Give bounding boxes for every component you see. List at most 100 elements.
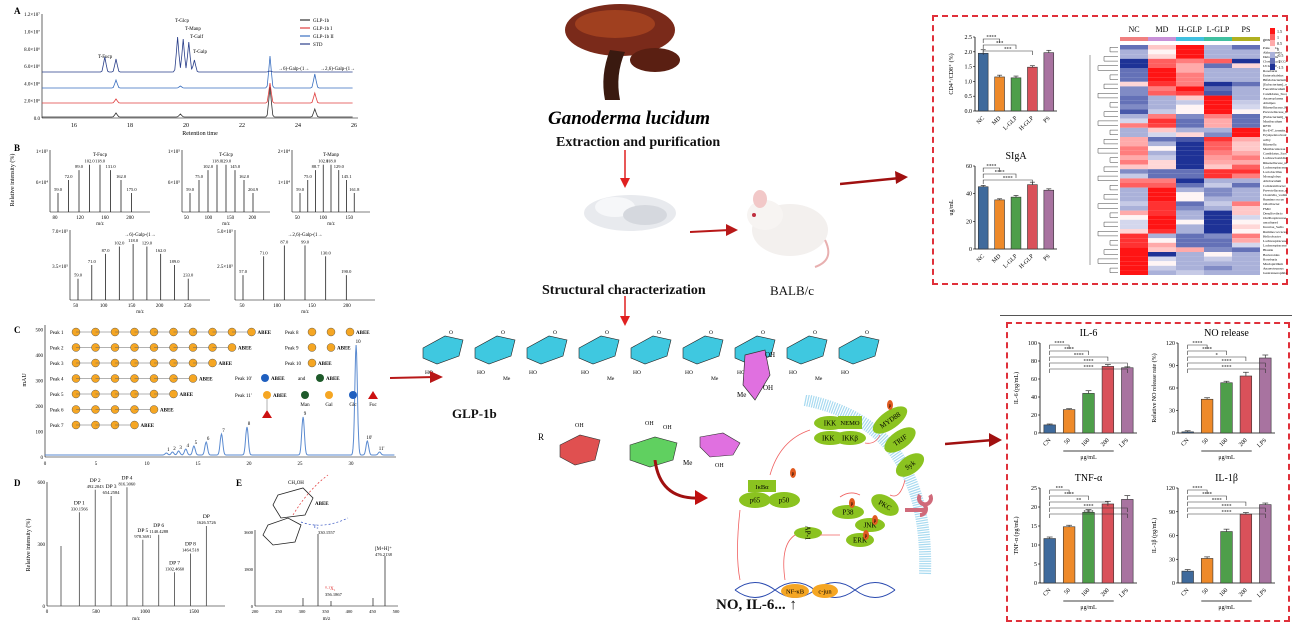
peak-number: 6 <box>207 437 210 442</box>
heatmap-cell <box>1232 187 1260 193</box>
significance-bracket <box>1049 344 1070 349</box>
dendrogram-branch <box>1097 148 1118 154</box>
phospho-icon <box>863 530 869 540</box>
peak-mz-label: 57.0 <box>239 269 248 274</box>
taxon-label: Ruminococcaceae_unclassified <box>1263 230 1287 234</box>
heatmap-cell <box>1204 233 1232 239</box>
peak-label: T-Manp <box>185 27 201 32</box>
heatmap-cell <box>1176 146 1204 151</box>
significance-label: *** <box>996 42 1004 47</box>
heatmap-cell <box>1120 118 1148 124</box>
x-tick-label: 200 <box>252 609 260 614</box>
heatmap-cell <box>1204 127 1232 133</box>
ch2oh-label: CH₂OH <box>288 481 304 486</box>
peak-mz-label: 88.7 <box>312 164 321 169</box>
arrow-right-icon <box>840 171 908 186</box>
x-tick-label: 30 <box>349 462 355 467</box>
x-tick-label: 100 <box>205 216 213 221</box>
methyl-label: Me <box>711 376 719 382</box>
galactose-icon <box>326 327 336 337</box>
peak-mz-label: 87.0 <box>280 239 289 244</box>
heatmap-cell <box>1120 104 1148 110</box>
dp-mz: 1626.5726 <box>197 520 217 525</box>
heatmap-cell <box>1176 173 1204 179</box>
heatmap-cell <box>1232 123 1260 128</box>
color-scale-label: -1.5 <box>1277 65 1283 70</box>
peak-mz-label: 161.8 <box>349 187 360 192</box>
group-color-bar <box>1176 37 1204 41</box>
chart-title: IL-1β <box>1215 473 1238 484</box>
x-tick-label: LPS <box>1119 588 1131 600</box>
cleavage-line <box>300 517 349 526</box>
y-tick-label: 4.0×10⁶ <box>24 81 40 87</box>
bar <box>1121 367 1134 434</box>
abee-tag: ABEE <box>271 377 285 382</box>
x-tick-label: 20 <box>183 123 189 129</box>
heatmap-cell <box>1148 169 1176 174</box>
compound-name: GLP-1b <box>452 406 497 421</box>
dendrogram-branch <box>1109 212 1118 218</box>
taxon-label: FMO <box>1263 207 1271 211</box>
hydroxyl-label: HO <box>633 370 641 376</box>
heatmap-cell <box>1204 238 1232 243</box>
peak-name: Peak 6 <box>50 409 64 414</box>
outcome-text: NO, IL-6... ↑ <box>716 597 797 614</box>
heatmap-cell <box>1120 252 1148 257</box>
heatmap-cell <box>1232 49 1260 55</box>
heatmap-cell <box>1148 201 1176 206</box>
heatmap-cell <box>1204 150 1232 156</box>
taxon-label: Lachnospiraceae_NK4A136_group <box>1263 244 1287 248</box>
group-header: H-GLP <box>1178 25 1202 34</box>
dendrogram-branch <box>1097 203 1118 209</box>
heatmap-cell <box>1176 270 1204 275</box>
pathway-node <box>871 494 899 516</box>
heatmap-cell <box>1204 146 1232 151</box>
color-scale-label: 0 <box>1277 47 1279 52</box>
residue-r: R <box>538 432 545 442</box>
heatmap-cell <box>1148 215 1176 220</box>
y-tick-label: 0 <box>43 605 46 610</box>
x-tick-label: 15 <box>196 462 202 467</box>
x-tick-label: L-GLP <box>1003 115 1020 132</box>
significance-label: **** <box>1212 499 1223 504</box>
heatmap-cell <box>1176 45 1204 50</box>
galactose-ring <box>786 335 828 365</box>
signal-arrow <box>889 479 906 497</box>
heatmap-cell <box>1204 114 1232 119</box>
bar <box>994 199 1005 250</box>
pathway-node <box>838 416 862 429</box>
taxon-label: Ruminococcus <box>1263 198 1284 202</box>
svg-text:OH: OH <box>765 351 775 359</box>
heatmap-cell <box>1148 49 1176 55</box>
bar <box>1220 382 1233 434</box>
heatmap-cell <box>1232 270 1260 275</box>
y-tick-label: 1.0 <box>965 79 973 85</box>
chromatogram-trace <box>42 86 353 118</box>
x-tick-label: 200 <box>249 216 257 221</box>
heatmap-cell <box>1232 173 1260 179</box>
significance-label: **** <box>1084 366 1095 371</box>
y-tick-label: 0 <box>1034 581 1037 587</box>
abee-tag: ABEE <box>337 347 351 352</box>
color-scale-swatch <box>1270 34 1275 40</box>
bar <box>1043 424 1056 434</box>
chromatogram-trace <box>42 55 353 89</box>
x-tick-label: CN <box>1042 437 1053 448</box>
bar <box>1220 531 1233 584</box>
heatmap-cell <box>1176 114 1204 119</box>
significance-bracket <box>1049 507 1128 512</box>
sugar-ring <box>272 487 314 519</box>
heatmap-cell <box>1120 229 1148 234</box>
significance-bracket <box>1187 513 1266 518</box>
svg-text:OH: OH <box>575 423 584 429</box>
heatmap-cell <box>1204 164 1232 170</box>
peak-mz-label: 102.0 <box>203 164 214 169</box>
galactose-icon <box>208 358 217 368</box>
heatmap-cell <box>1120 141 1148 147</box>
heatmap-cell <box>1176 118 1204 124</box>
significance-label: **** <box>1222 511 1233 516</box>
heatmap-cell <box>1176 86 1204 91</box>
y-tick-label: 2×10⁴ <box>278 149 290 155</box>
peak-label: T-Galp <box>193 50 207 55</box>
peak-mz-label: 118.0 <box>128 238 139 243</box>
